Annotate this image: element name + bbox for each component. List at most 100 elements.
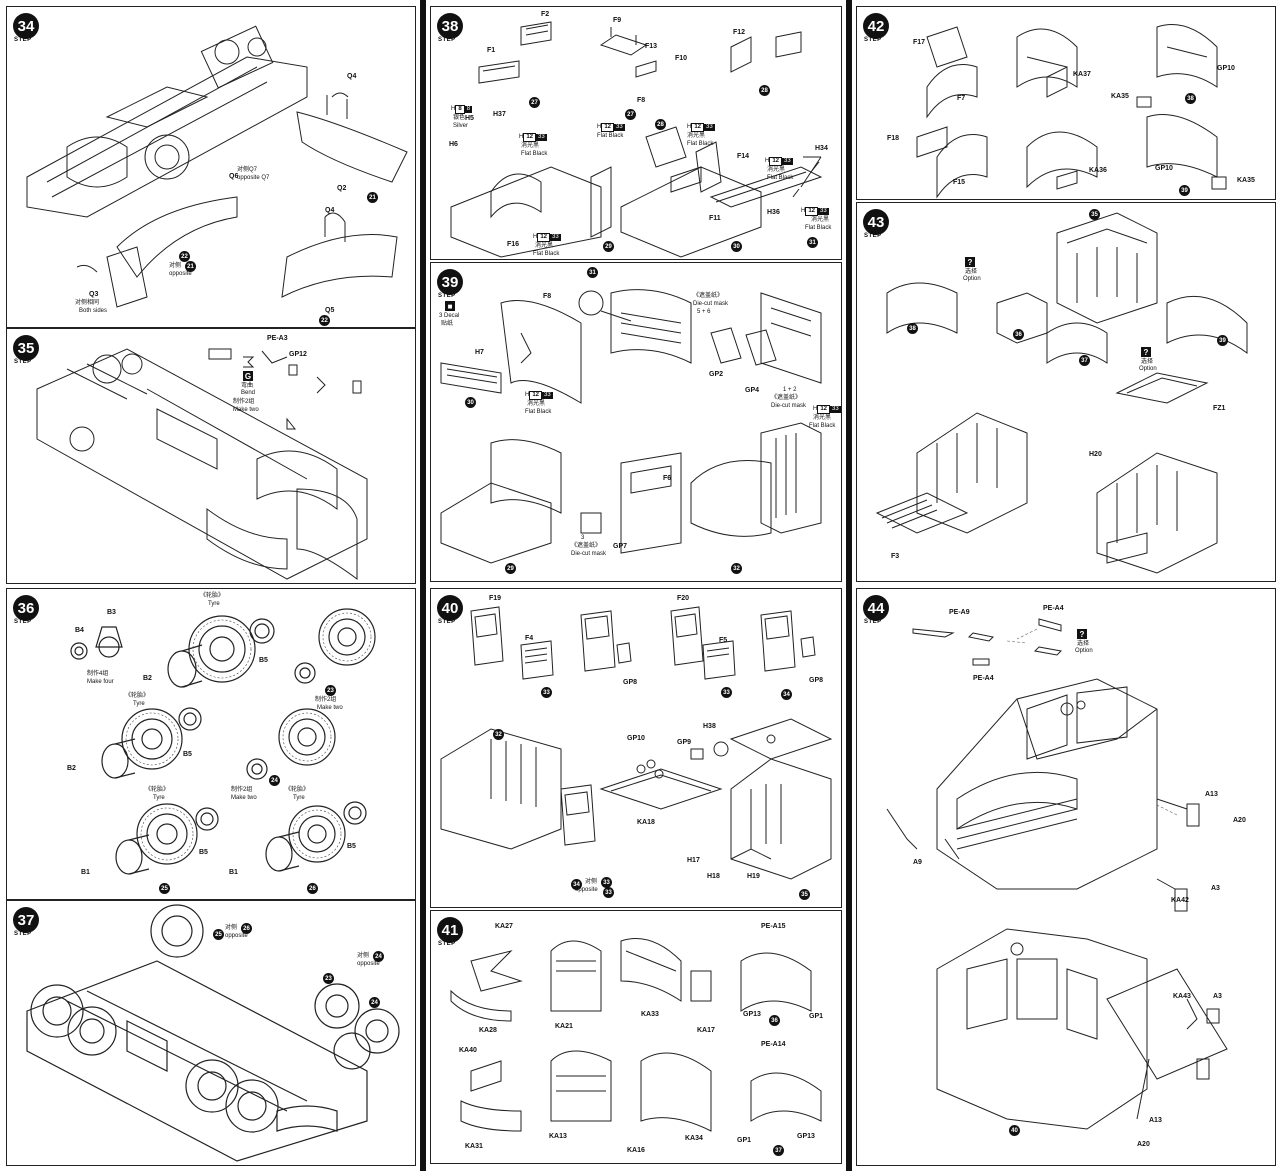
middle-column: 38 STEP F2 F1 F9 F13 <box>426 0 846 1171</box>
number: 36 <box>771 1017 778 1024</box>
number: 38 <box>1187 95 1194 102</box>
opposite-en-1: opposite <box>225 933 248 939</box>
subassembly-28-ref: 28 <box>655 119 666 130</box>
paint-code: H <box>451 106 456 112</box>
subassembly-24: 24 <box>269 775 280 786</box>
part-f1: F1 <box>487 47 496 54</box>
make-two-cn-2: 制作2组 <box>231 787 253 793</box>
number: 31 <box>809 239 816 246</box>
tyre-cn-1: 《轮胎》 <box>200 593 225 599</box>
mask-num-c: 3 <box>581 535 585 541</box>
part-pe-a3: PE-A3 <box>267 335 288 342</box>
number: 37 <box>1081 357 1088 364</box>
part-f4: F4 <box>525 635 534 642</box>
number: 29 <box>605 243 612 250</box>
opposite-21-cn: 对侧 <box>169 263 182 269</box>
part-gp13-a: GP13 <box>743 1011 761 1018</box>
number: 25 <box>215 931 222 938</box>
fender-liners-drawing <box>450 938 822 1132</box>
subassembly-35: 35 <box>799 889 810 900</box>
part-a20-a: A20 <box>1233 817 1246 824</box>
part-gp2: GP2 <box>709 371 724 378</box>
number: 24 <box>375 953 382 960</box>
part-a13-b: A13 <box>1149 1117 1162 1124</box>
subassembly-34-ref: 34 <box>571 879 582 890</box>
part-pe-a4-b: PE-A4 <box>973 675 994 682</box>
part-f6: F6 <box>663 475 672 482</box>
flat-black-cn: 消光黑 <box>527 401 546 407</box>
part-b2-1: B2 <box>143 675 152 682</box>
subassembly-33-ref-b: 33 <box>601 877 612 888</box>
opposite-cn-2: 对侧 <box>357 953 370 959</box>
option-cn-1: 选择 <box>965 269 978 275</box>
subassembly-31: 31 <box>807 237 818 248</box>
number: 27 <box>627 111 634 118</box>
step-label: STEP <box>438 37 456 43</box>
number: 23 <box>327 687 334 694</box>
part-f11: F11 <box>709 215 721 222</box>
subassembly-30-ref: 30 <box>465 397 476 408</box>
number: 24 <box>371 999 378 1006</box>
part-ka37: KA37 <box>1073 71 1091 78</box>
mask-cn-1: 《遮盖纸》 <box>693 293 724 299</box>
wheel-assembly-drawing <box>70 608 376 875</box>
step-label: STEP <box>14 37 32 43</box>
number: 30 <box>733 243 740 250</box>
step-number: 34 <box>17 17 35 35</box>
paint-code: H <box>519 134 524 140</box>
paint-number-alt: 33 <box>542 392 553 399</box>
part-ka34: KA34 <box>685 1135 703 1142</box>
both-sides-en: Both sides <box>79 308 108 314</box>
paint-code: H <box>813 406 818 412</box>
step-label: STEP <box>438 293 456 299</box>
mask-en-1: Die-cut mask <box>693 301 729 307</box>
mask-cn-2: 《遮盖纸》 <box>771 395 802 401</box>
paint-code: H <box>687 124 692 130</box>
paint-number: 8 <box>455 105 465 114</box>
step-40-panel: 40 STEP <box>430 588 842 908</box>
part-ka18: KA18 <box>637 819 655 826</box>
flat-black-en-c: Flat Black <box>687 141 714 147</box>
subassembly-33-ref: 33 <box>721 687 732 698</box>
subassembly-26-ref: 26 <box>241 923 252 934</box>
subassembly-28: 28 <box>759 85 770 96</box>
subassembly-25: 25 <box>159 883 170 894</box>
tyre-en-4: Tyre <box>153 795 165 801</box>
flat-black-en-b: Flat Black <box>809 423 836 429</box>
chassis-rear-fenders-drawing <box>26 25 408 308</box>
part-f5: F5 <box>719 637 728 644</box>
number: 33 <box>603 879 610 886</box>
option-en-1: Option <box>963 276 981 282</box>
cab-fenders-grille-drawing <box>875 212 1248 574</box>
bend-icon: G <box>243 371 253 381</box>
part-a9: A9 <box>913 859 922 866</box>
part-h37: H37 <box>493 111 506 118</box>
part-ka16: KA16 <box>627 1147 645 1154</box>
part-pe-a14: PE-A14 <box>761 1041 786 1048</box>
part-gp10-a: GP10 <box>1217 65 1235 72</box>
opposite-q7-cn: 对侧Q7 <box>237 167 258 173</box>
step-41-panel: 41 STEP KA27 KA28 KA21 KA33 KA17 PE-A15 … <box>430 910 842 1164</box>
number: 39 <box>1219 337 1226 344</box>
number: 28 <box>657 121 664 128</box>
part-h34: H34 <box>815 145 828 152</box>
tyre-en-3: Tyre <box>293 795 305 801</box>
bend-cn: 弯曲 <box>241 383 254 389</box>
flat-black-en-a: Flat Black <box>521 151 548 157</box>
opposite-cn-1: 对侧 <box>225 925 238 931</box>
subassembly-33: 33 <box>541 687 552 698</box>
flat-black-cn-c: 消光黑 <box>687 133 706 139</box>
part-b5-3: B5 <box>199 849 208 856</box>
column-divider-1 <box>420 0 426 1171</box>
part-h20: H20 <box>1089 451 1102 458</box>
part-ka21: KA21 <box>555 1023 573 1030</box>
part-b1-1: B1 <box>81 869 90 876</box>
flat-black-en-e: Flat Black <box>805 225 832 231</box>
number: 35 <box>801 891 808 898</box>
number: 26 <box>243 925 250 932</box>
part-ka13: KA13 <box>549 1133 567 1140</box>
cab-floor-seats-drawing <box>450 21 823 258</box>
number: 40 <box>1011 1127 1018 1134</box>
part-gp12: GP12 <box>289 351 307 358</box>
